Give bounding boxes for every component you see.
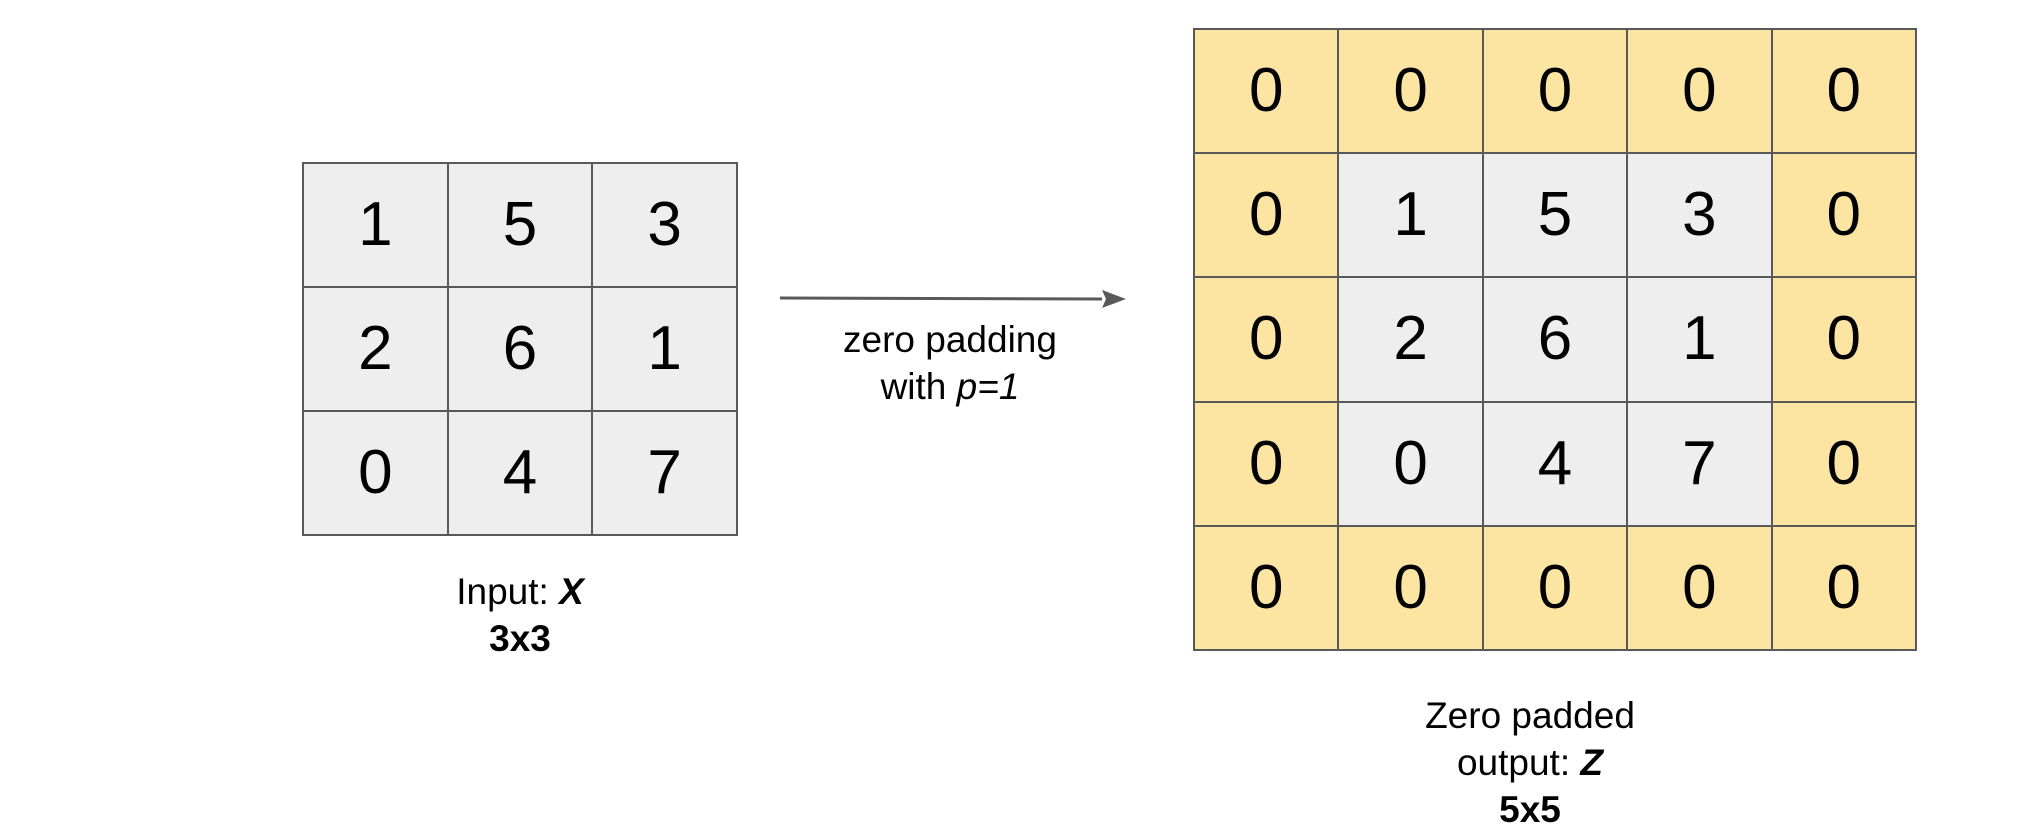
output-caption-line1: Zero padded bbox=[1425, 695, 1635, 736]
input-matrix-cell: 0 bbox=[304, 412, 449, 536]
padded-matrix-cell: 7 bbox=[1628, 402, 1773, 527]
input-matrix-cell: 6 bbox=[448, 288, 594, 412]
padded-matrix-cell: 4 bbox=[1483, 402, 1629, 527]
padded-matrix-cell: 0 bbox=[1483, 30, 1629, 155]
arrow-shaft bbox=[780, 296, 1103, 301]
padded-matrix-cell: 0 bbox=[1195, 402, 1340, 527]
padded-matrix-cell: 1 bbox=[1628, 278, 1773, 403]
padded-matrix-cell: 0 bbox=[1628, 526, 1773, 651]
padded-matrix-cell: 0 bbox=[1772, 278, 1917, 403]
arrow-label: zero padding with p=1 bbox=[800, 316, 1100, 410]
input-matrix-cell: 1 bbox=[593, 288, 738, 412]
padded-matrix-cell: 0 bbox=[1772, 30, 1917, 155]
padded-matrix-cell: 0 bbox=[1339, 402, 1484, 527]
arrow-label-line1: zero padding bbox=[843, 319, 1057, 360]
input-matrix-cell: 3 bbox=[593, 164, 738, 288]
padded-matrix-cell: 0 bbox=[1628, 30, 1773, 155]
padded-matrix-cell: 0 bbox=[1195, 278, 1340, 403]
output-caption: Zero padded output: Z 5x5 bbox=[1330, 692, 1730, 833]
input-caption-label-line: Input: X bbox=[370, 568, 670, 615]
padded-matrix-cell: 0 bbox=[1483, 526, 1629, 651]
padded-matrix-cell: 3 bbox=[1628, 154, 1773, 279]
input-caption-prefix: Input: bbox=[456, 571, 549, 612]
padded-matrix-cell: 1 bbox=[1339, 154, 1484, 279]
padded-matrix-cell: 0 bbox=[1772, 154, 1917, 279]
output-caption-label-line: output: Z bbox=[1330, 739, 1730, 786]
input-caption: Input: X 3x3 bbox=[370, 568, 670, 662]
input-matrix-cell: 2 bbox=[304, 288, 449, 412]
padded-matrix-cell: 0 bbox=[1195, 526, 1340, 651]
padded-matrix-cell: 6 bbox=[1483, 278, 1629, 403]
padded-matrix-cell: 0 bbox=[1772, 402, 1917, 527]
arrow-label-padding-value: p=1 bbox=[956, 366, 1020, 407]
input-caption-variable: X bbox=[559, 571, 584, 612]
output-caption-dimensions: 5x5 bbox=[1499, 789, 1561, 830]
padded-matrix-cell: 0 bbox=[1195, 154, 1340, 279]
input-matrix-cell: 5 bbox=[448, 164, 594, 288]
output-caption-variable: Z bbox=[1580, 742, 1604, 783]
padded-matrix-cell: 5 bbox=[1483, 154, 1629, 279]
input-matrix-cell: 7 bbox=[593, 412, 738, 536]
padded-matrix-cell: 0 bbox=[1195, 30, 1340, 155]
input-caption-dimensions: 3x3 bbox=[489, 618, 551, 659]
padded-matrix-cell: 0 bbox=[1339, 526, 1484, 651]
padded-matrix-cell: 0 bbox=[1339, 30, 1484, 155]
padded-matrix-cell: 2 bbox=[1339, 278, 1484, 403]
input-matrix-cell: 1 bbox=[304, 164, 449, 288]
right-arrow-icon bbox=[780, 290, 1126, 308]
padded-matrix-cell: 0 bbox=[1772, 526, 1917, 651]
arrow-head bbox=[1102, 290, 1126, 308]
arrow-label-prefix: with bbox=[880, 366, 947, 407]
output-caption-prefix: output: bbox=[1456, 742, 1571, 783]
arrow-label-line2: with p=1 bbox=[800, 363, 1100, 410]
input-matrix-cell: 4 bbox=[448, 412, 594, 536]
